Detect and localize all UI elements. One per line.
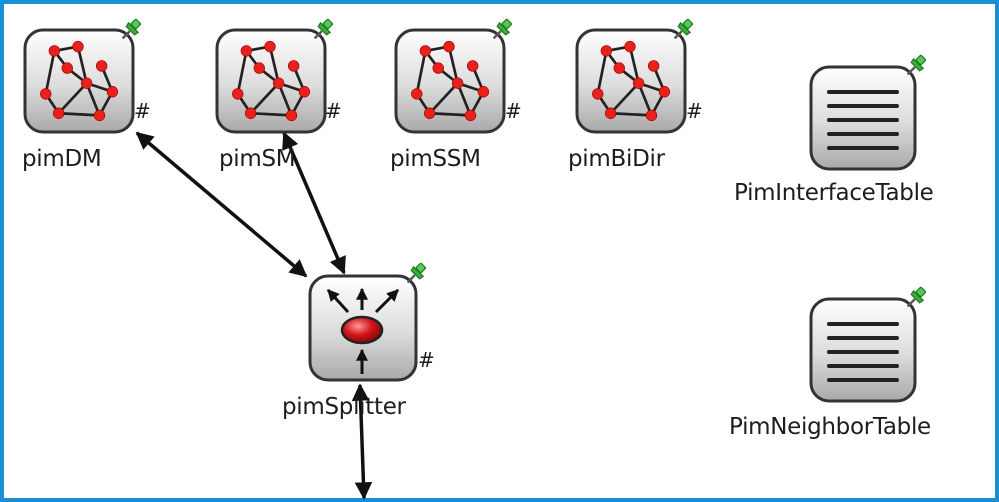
badge-pimSM: # [325, 99, 342, 123]
label-PimInterfaceTable: PimInterfaceTable [734, 180, 934, 206]
badge-pimSplitter: # [418, 348, 435, 372]
connection-pimSplitter-out[interactable] [351, 383, 373, 500]
label-PimNeighborTable: PimNeighborTable [729, 414, 931, 440]
table-icon [827, 322, 899, 382]
splitter-icon [326, 287, 400, 374]
pin-icon [121, 18, 143, 40]
badge-pimBiDir: # [686, 99, 703, 123]
pin-icon [673, 18, 695, 40]
connection-pimSM-pimSplitter[interactable] [282, 131, 346, 275]
module-PimInterfaceTable[interactable] [809, 54, 928, 171]
module-pimSSM[interactable] [394, 18, 514, 134]
pin-icon [906, 286, 928, 308]
module-pimDM[interactable] [23, 18, 143, 134]
label-pimSplitter: pimSplitter [282, 394, 406, 420]
pin-icon [406, 262, 428, 284]
module-pimBiDir[interactable] [575, 18, 695, 134]
pin-icon [906, 54, 928, 76]
pin-icon [313, 18, 335, 40]
label-pimBiDir: pimBiDir [568, 146, 665, 172]
module-pimSplitter[interactable] [308, 262, 428, 382]
module-PimNeighborTable[interactable] [809, 286, 928, 403]
label-pimDM: pimDM [22, 146, 102, 172]
label-pimSSM: pimSSM [390, 146, 481, 172]
badge-pimSSM: # [505, 99, 522, 123]
module-pimSM[interactable] [215, 18, 335, 134]
connection-pimDM-pimSplitter[interactable] [135, 131, 308, 278]
badge-pimDM: # [134, 99, 151, 123]
label-pimSM: pimSM [219, 146, 296, 172]
table-icon [827, 90, 899, 150]
pin-icon [492, 18, 514, 40]
